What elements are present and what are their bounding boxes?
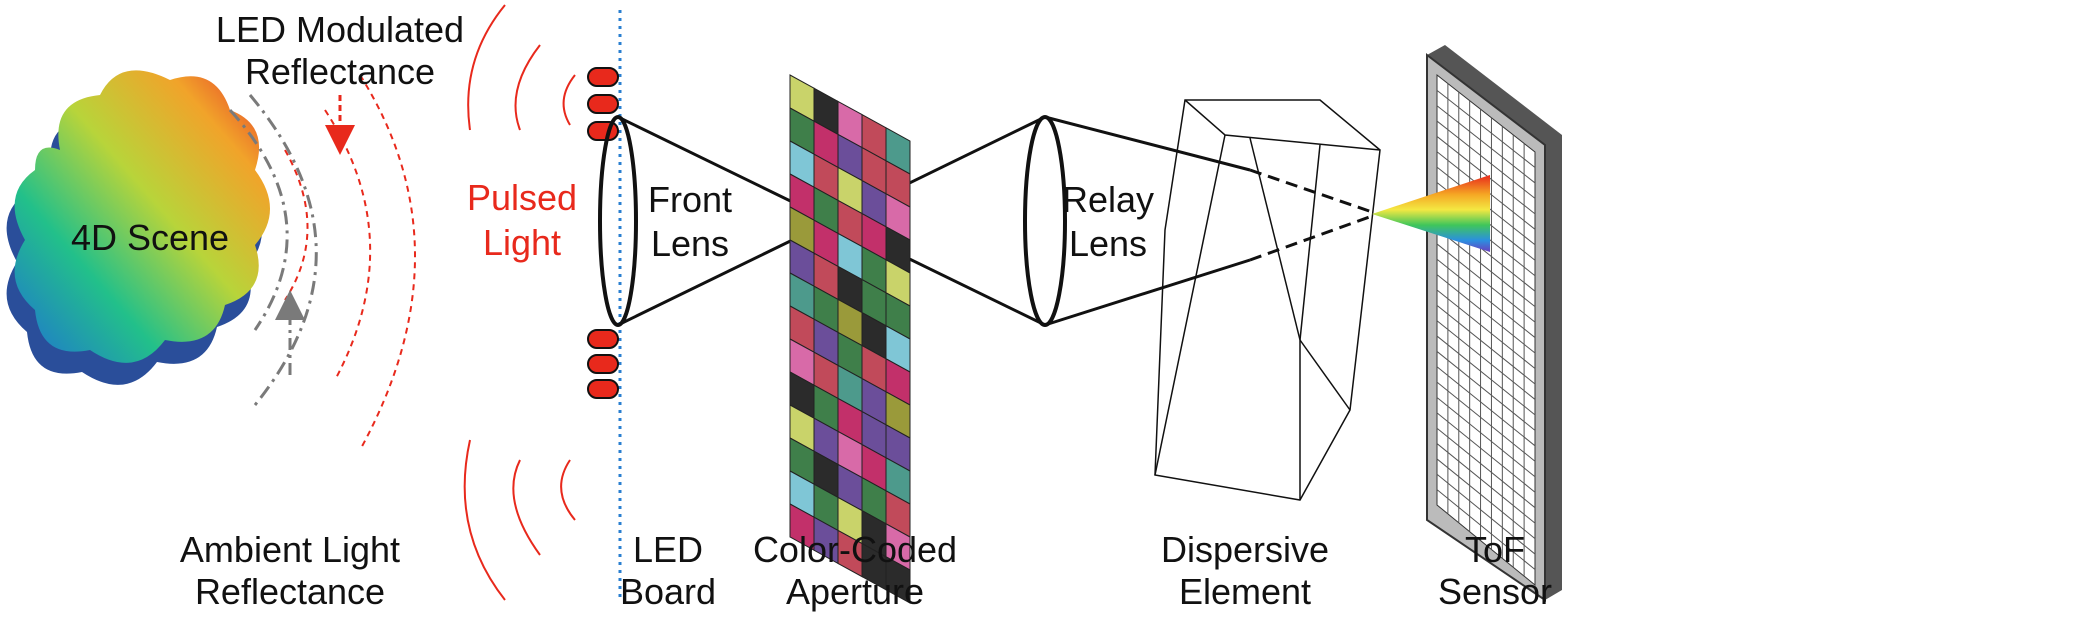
tof-sensor (1426, 45, 1562, 602)
sensor-grid-line (1436, 427, 1536, 509)
ambient-label-2: Reflectance (195, 571, 385, 612)
sensor-grid-line (1436, 289, 1536, 369)
sensor-grid-line (1436, 473, 1536, 555)
tof-label-2: Sensor (1438, 571, 1552, 612)
scene-label: 4D Scene (71, 217, 229, 258)
pulsed-light-waves (463, 4, 576, 601)
led-modulated-label-1: LED Modulated (216, 9, 464, 50)
tof-label-1: ToF (1465, 529, 1525, 570)
aperture-label-2: Aperture (786, 571, 924, 612)
led-modulated-label-2: Reflectance (245, 51, 435, 92)
led-board-label-2: Board (620, 571, 716, 612)
relay-lens (1023, 115, 1067, 327)
sensor-grid-line (1436, 304, 1536, 385)
pulsed-light-label-1: Pulsed (467, 177, 577, 218)
dispersed-spectrum (1372, 175, 1490, 252)
led-icon (587, 121, 619, 141)
optical-rays (617, 115, 1376, 327)
dispersive-label-2: Element (1179, 571, 1311, 612)
sensor-grid-line (1436, 443, 1536, 524)
sensor-grid-line (1436, 120, 1536, 199)
front-lens (598, 115, 638, 327)
aperture-cell (885, 555, 911, 604)
sensor-grid-line (1436, 274, 1536, 354)
led-icon (587, 94, 619, 114)
ambient-label-1: Ambient Light (180, 529, 400, 570)
led-board-label-1: LED (633, 529, 703, 570)
led-icon (587, 379, 619, 399)
sensor-grid-line (1436, 412, 1536, 493)
sensor-grid-line (1436, 381, 1536, 462)
front-lens-label-1: Front (648, 179, 732, 220)
dispersive-element (1154, 99, 1381, 501)
sensor-grid-line (1436, 136, 1536, 215)
led-icon (587, 354, 619, 374)
dispersive-label-1: Dispersive (1161, 529, 1329, 570)
led-array (587, 67, 619, 399)
color-coded-aperture (789, 74, 911, 604)
sensor-grid-line (1436, 366, 1536, 447)
relay-lens-label-2: Lens (1069, 223, 1147, 264)
relay-lens-label-1: Relay (1062, 179, 1154, 220)
sensor-grid-line (1436, 320, 1536, 400)
sensor-grid-line (1436, 105, 1536, 184)
pulsed-light-label-2: Light (483, 222, 561, 263)
sensor-grid-line (1436, 458, 1536, 539)
sensor-grid-line (1436, 351, 1536, 431)
led-icon (587, 329, 619, 349)
aperture-label-1: Color-Coded (753, 529, 957, 570)
sensor-grid-line (1436, 397, 1536, 478)
sensor-grid-line (1436, 89, 1536, 168)
sensor-grid-line (1436, 335, 1536, 416)
sensor-grid-line (1436, 228, 1536, 308)
reflectance-waves (228, 74, 416, 451)
front-lens-label-2: Lens (651, 223, 729, 264)
led-icon (587, 67, 619, 87)
sensor-grid-line (1436, 258, 1536, 338)
scene-object: 4D Scene (6, 70, 271, 385)
sensor-grid-line (1436, 489, 1536, 570)
sensor-grid-line (1436, 243, 1536, 323)
